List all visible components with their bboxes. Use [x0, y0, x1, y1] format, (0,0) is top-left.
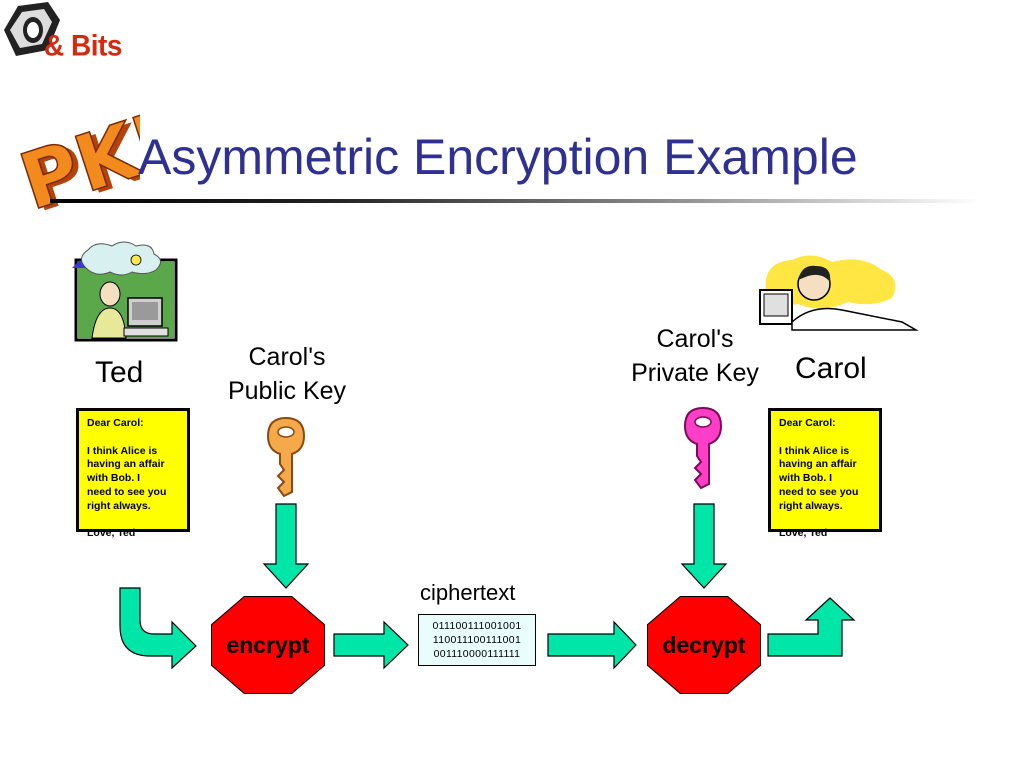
title-underline: [50, 199, 980, 203]
encrypt-label: encrypt: [226, 631, 310, 658]
ciphertext-line: 001110000111111: [433, 648, 521, 660]
bent-arrow-icon: [119, 587, 197, 670]
note-line: I think Alice is: [87, 444, 158, 457]
private-key-label: Carol's Private Key: [615, 322, 775, 390]
public-key-icon: [266, 416, 306, 498]
note-line: right always.: [87, 499, 151, 512]
public-key-label-line1: Carol's: [248, 343, 326, 371]
logo-bits-text: & Bits: [44, 29, 122, 62]
bent-arrow-icon: [767, 597, 856, 657]
right-arrow-icon: [547, 620, 637, 670]
public-key-label-line2: Public Key: [227, 377, 347, 405]
note-line: Dear Carol:: [779, 417, 836, 429]
note-line: having an affair: [87, 458, 165, 471]
note-line: need to see you: [87, 485, 167, 498]
right-arrow-icon: [333, 620, 409, 670]
note-line: Love, Ted: [779, 527, 828, 540]
note-line: need to see you: [779, 485, 859, 498]
slide-title: Asymmetric Encryption Example: [138, 129, 858, 185]
ciphertext-label: ciphertext: [420, 580, 516, 605]
pki-logo: PKI PKI: [4, 2, 140, 215]
down-arrow-icon: [262, 503, 310, 589]
private-key-label-line1: Carol's: [656, 325, 734, 353]
public-key-label: Carol's Public Key: [212, 340, 362, 408]
private-key-icon: [683, 406, 723, 490]
encrypt-sign: encrypt: [212, 597, 324, 693]
note-line: I think Alice is: [779, 444, 850, 457]
sender-name: Ted: [95, 356, 144, 389]
decrypt-label: decrypt: [662, 631, 746, 658]
note-line: with Bob. I: [779, 472, 833, 485]
nut-icon: [4, 2, 60, 56]
plaintext-note-recipient: Dear Carol: I think Alice is having an a…: [768, 408, 882, 539]
note-line: Love, Ted: [87, 527, 136, 540]
ted-computer-icon: [72, 241, 178, 342]
plaintext-note-sender: Dear Carol: I think Alice is having an a…: [76, 408, 190, 539]
ciphertext-line: 110011100111001: [432, 634, 522, 646]
decrypt-sign: decrypt: [648, 597, 760, 693]
ciphertext-line: 011100111001001: [432, 620, 522, 632]
note-line: right always.: [779, 499, 843, 512]
note-line: with Bob. I: [87, 472, 141, 485]
private-key-label-line2: Private Key: [631, 359, 759, 387]
carol-laptop-icon: [759, 255, 919, 331]
recipient-name: Carol: [795, 352, 867, 385]
note-line: having an affair: [779, 458, 857, 471]
ciphertext-box: 011100111001001 110011100111001 00111000…: [418, 614, 536, 666]
down-arrow-icon: [680, 503, 728, 589]
note-line: Dear Carol:: [87, 417, 144, 429]
